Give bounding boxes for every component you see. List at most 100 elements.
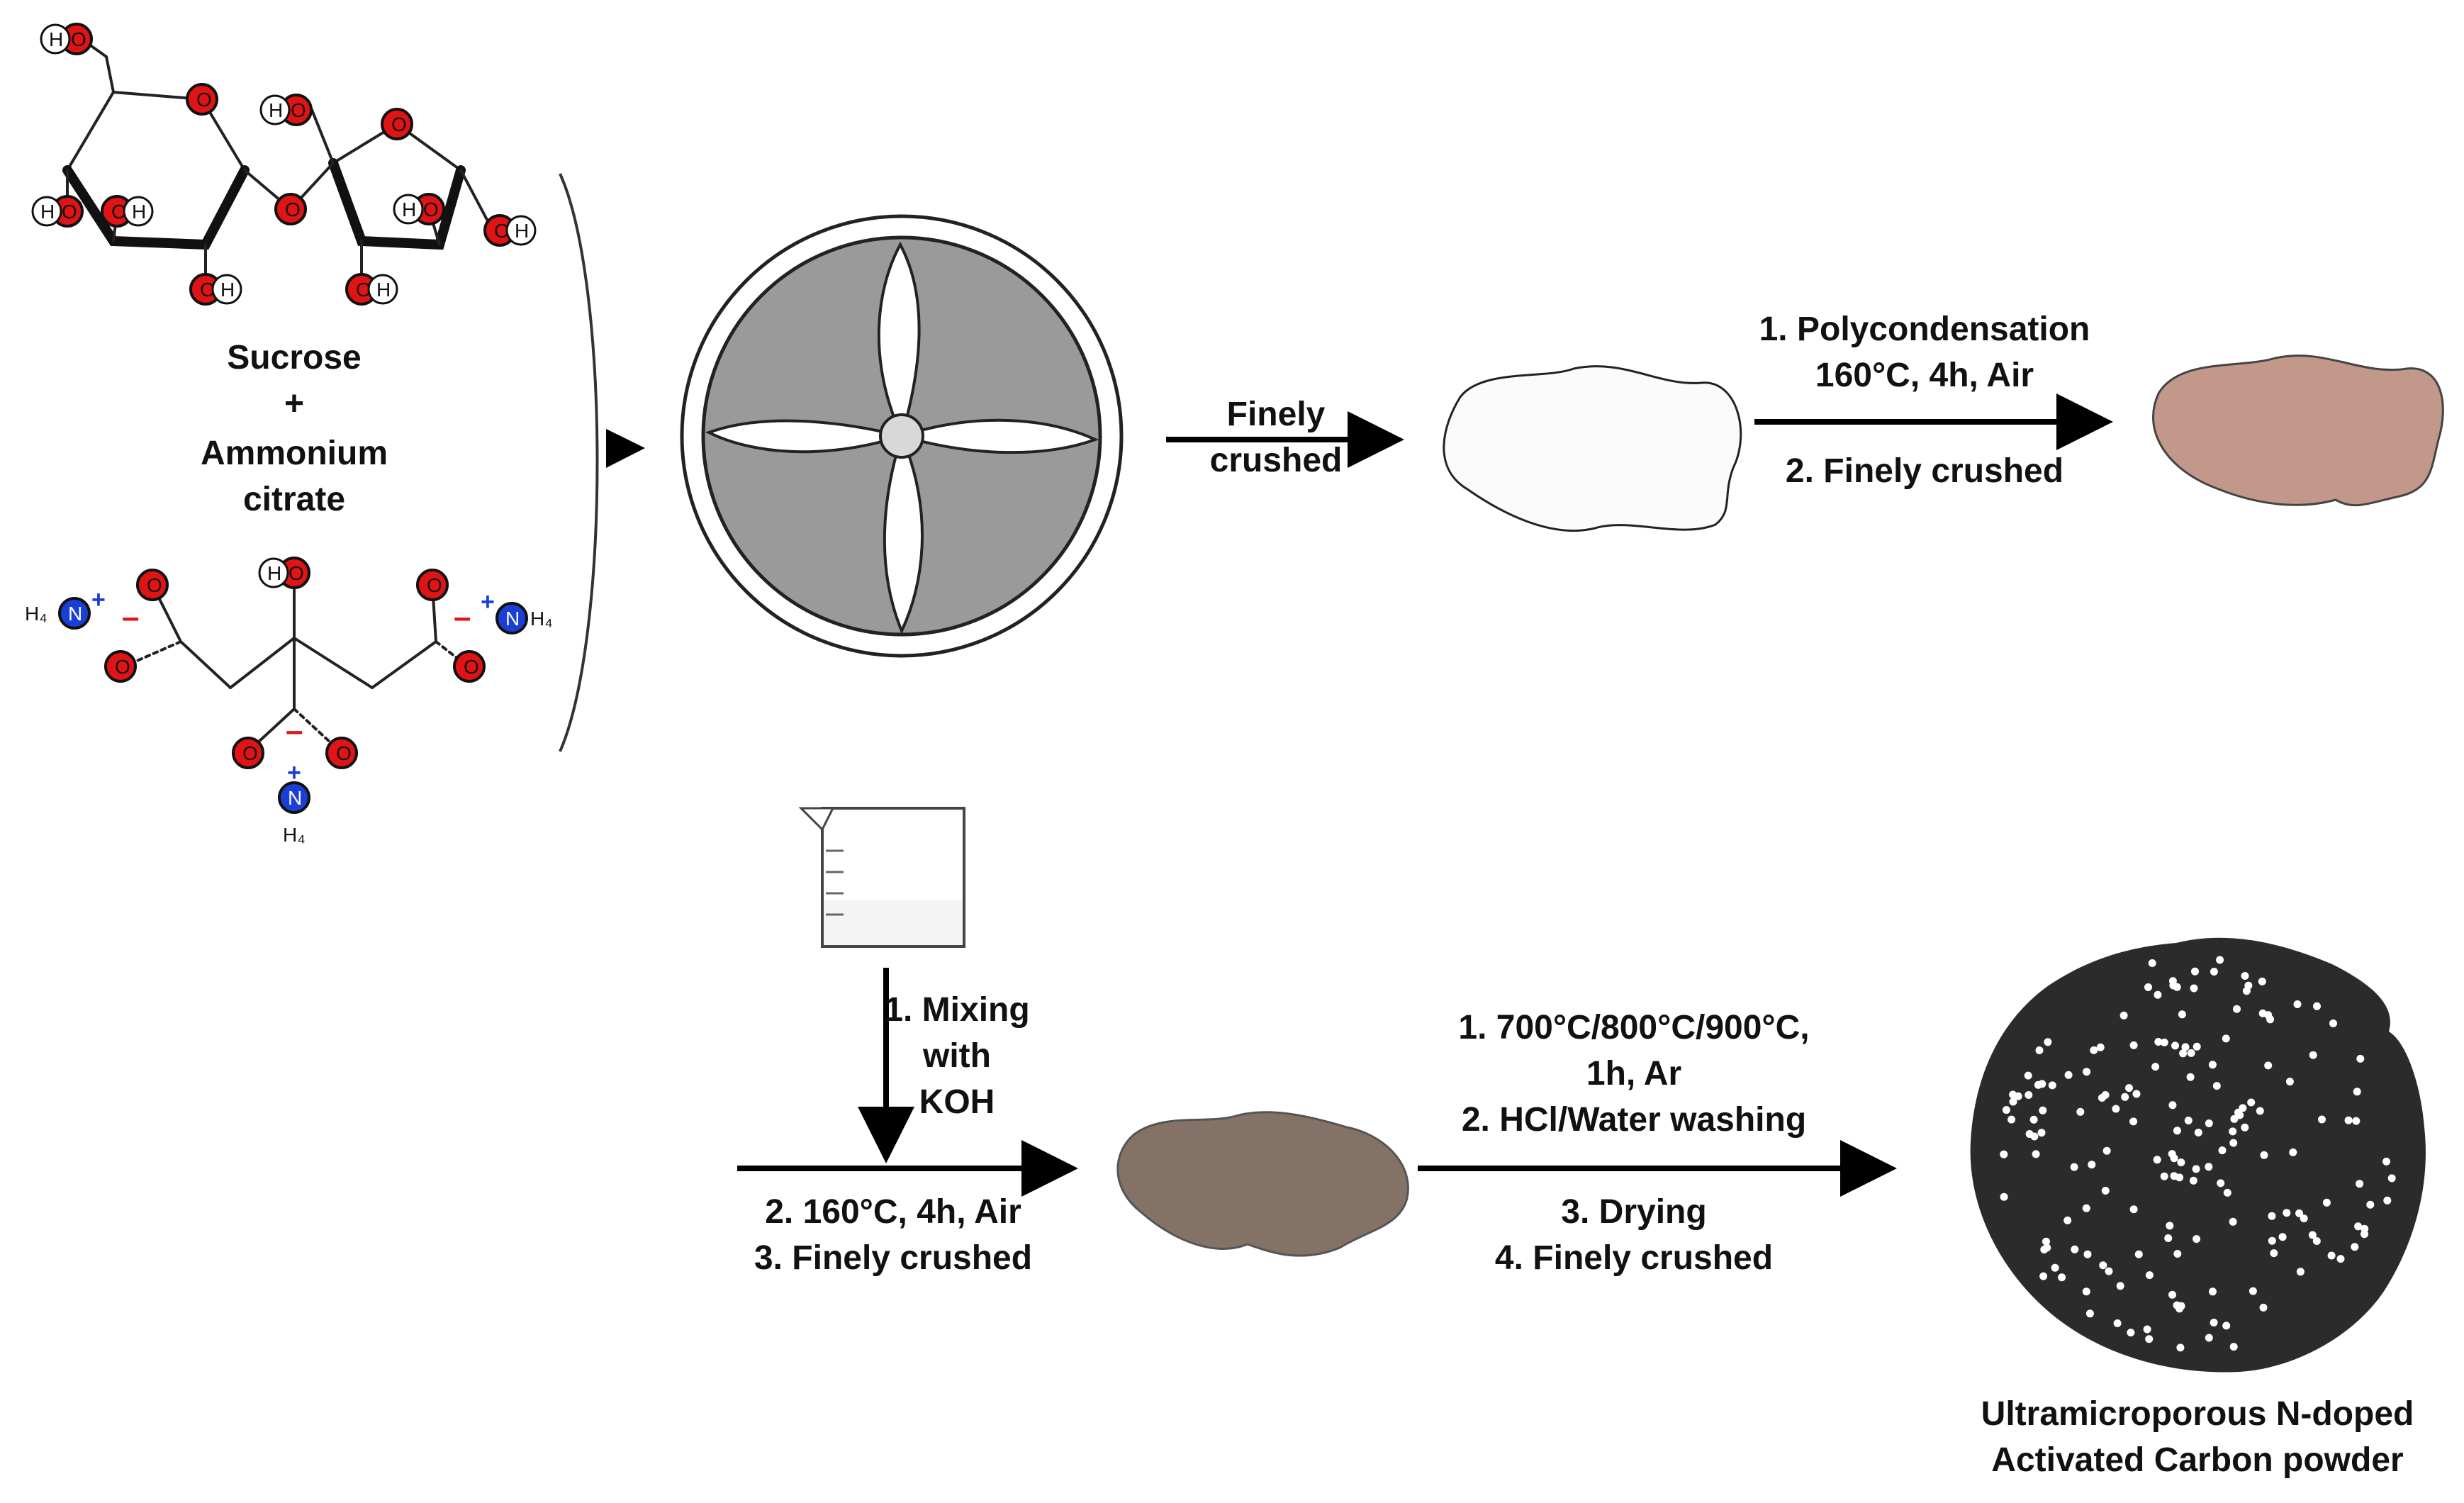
pore-dot — [2179, 1049, 2188, 1058]
pore-dot — [2099, 1261, 2107, 1270]
pore-dot — [2009, 1097, 2017, 1106]
pore-dot — [2145, 1335, 2154, 1343]
pore-dot — [2187, 1049, 2195, 1057]
svg-text:H: H — [376, 279, 391, 301]
pore-dot — [2205, 1119, 2213, 1127]
pore-dot — [2096, 1043, 2105, 1051]
pore-dot — [2032, 1150, 2040, 1158]
pore-dot — [2217, 1179, 2225, 1188]
pore-dot — [2129, 1117, 2138, 1126]
pore-dot — [2168, 1101, 2177, 1110]
pore-dot — [2148, 959, 2156, 967]
pore-dot — [2383, 1196, 2392, 1205]
pore-dot — [2208, 1061, 2217, 1069]
step3-line3: KOH — [919, 1083, 995, 1121]
pore-dot — [2258, 977, 2266, 985]
pore-dot — [2168, 1150, 2176, 1158]
pore-dot — [2210, 1319, 2218, 1326]
pore-dot — [2043, 1244, 2051, 1252]
pore-dot — [2293, 1000, 2302, 1008]
pore-dot — [2222, 1034, 2230, 1043]
svg-text:H: H — [40, 201, 55, 223]
pore-dot — [2194, 1129, 2202, 1136]
pore-dot — [2145, 1271, 2154, 1280]
pore-dot — [2125, 1084, 2133, 1093]
pore-dot — [2186, 1073, 2195, 1081]
tan-powder — [2152, 354, 2444, 507]
pore-dot — [2044, 1038, 2052, 1046]
pore-dot — [2193, 1042, 2201, 1051]
pore-dot — [2160, 1172, 2168, 1180]
pore-dot — [2318, 1115, 2326, 1124]
pore-dot — [2170, 1172, 2178, 1180]
pore-dot — [2153, 1156, 2161, 1164]
pore-dot — [2210, 968, 2218, 976]
pore-dot — [2051, 1263, 2059, 1272]
ammonium-ion-bottom: N H₄ + — [278, 759, 310, 846]
pore-dot — [2241, 1123, 2249, 1132]
pore-dot — [2212, 1082, 2221, 1090]
pore-dot — [2184, 1117, 2193, 1124]
pore-dot — [2168, 1290, 2176, 1299]
pore-dot — [2387, 1174, 2396, 1183]
plus-sign: + — [284, 385, 304, 423]
svg-text:O: O — [111, 201, 127, 223]
pore-dot — [2154, 990, 2162, 999]
pore-dot — [2029, 1115, 2038, 1124]
pore-dot — [2285, 1078, 2294, 1086]
pore-dot — [2266, 1015, 2275, 1024]
step1-line1: Finely — [1227, 396, 1326, 433]
step2-line3: 2. Finely crushed — [1786, 452, 2063, 490]
ammonium-ion-left: N H₄ + — [25, 586, 106, 630]
pore-dot — [2090, 1046, 2098, 1054]
step4-line3: 2. HCl/Water washing — [1462, 1101, 1806, 1139]
svg-text:+: + — [481, 588, 495, 615]
pore-dot — [2083, 1250, 2092, 1258]
pore-dot — [2024, 1071, 2032, 1080]
svg-text:H: H — [515, 220, 529, 242]
pore-dot — [2025, 1091, 2033, 1099]
pore-dot — [2356, 1054, 2365, 1063]
pore-dot — [2366, 1200, 2375, 1209]
pore-dot — [2308, 1231, 2317, 1239]
svg-text:N: N — [288, 787, 302, 809]
pore-dot — [2191, 967, 2199, 976]
pore-dot — [2085, 1309, 2094, 1318]
pore-dot — [2034, 1080, 2042, 1089]
pore-dot — [2088, 1161, 2096, 1169]
step3-line4: 2. 160°C, 4h, Air — [765, 1193, 1021, 1231]
pore-dot — [2102, 1146, 2111, 1155]
step2-line2: 160°C, 4h, Air — [1815, 357, 2034, 394]
pore-dot — [2064, 1071, 2073, 1079]
pore-dot — [2048, 1081, 2056, 1090]
svg-text:O: O — [62, 201, 77, 223]
pore-dot — [2336, 1255, 2345, 1263]
svg-text:H₄: H₄ — [283, 824, 306, 846]
pore-dot — [2283, 1209, 2291, 1217]
minus-charge-left: – — [122, 600, 139, 635]
pore-dot — [2354, 1222, 2363, 1231]
pore-dot — [2171, 1041, 2179, 1050]
ammonium-citrate-molecule: O H O O O O O O – – – N H₄ + N H₄ + N H₄… — [25, 557, 553, 846]
pore-dot — [2121, 1093, 2129, 1101]
pore-dot — [2129, 1205, 2138, 1214]
pore-dot — [2327, 1251, 2336, 1260]
pore-dot — [2154, 1038, 2163, 1046]
svg-text:O: O — [115, 656, 130, 678]
pore-dot — [2177, 1302, 2185, 1310]
svg-text:O: O — [391, 113, 407, 135]
pore-dot — [2230, 1114, 2239, 1123]
pore-dot — [2278, 1233, 2287, 1241]
pore-dot — [2039, 1272, 2048, 1280]
pore-dot — [2134, 1250, 2143, 1258]
pore-dot — [2181, 1043, 2190, 1051]
atom-h: H — [49, 28, 63, 50]
pore-dot — [2042, 1237, 2050, 1246]
sucrose-label: Sucrose — [227, 339, 361, 376]
pore-dot — [2071, 1245, 2079, 1253]
pore-dot — [2193, 1235, 2201, 1244]
pore-dot — [2268, 1212, 2276, 1220]
product-line2: Activated Carbon powder — [1991, 1441, 2403, 1479]
pore-dot — [2037, 1129, 2046, 1137]
